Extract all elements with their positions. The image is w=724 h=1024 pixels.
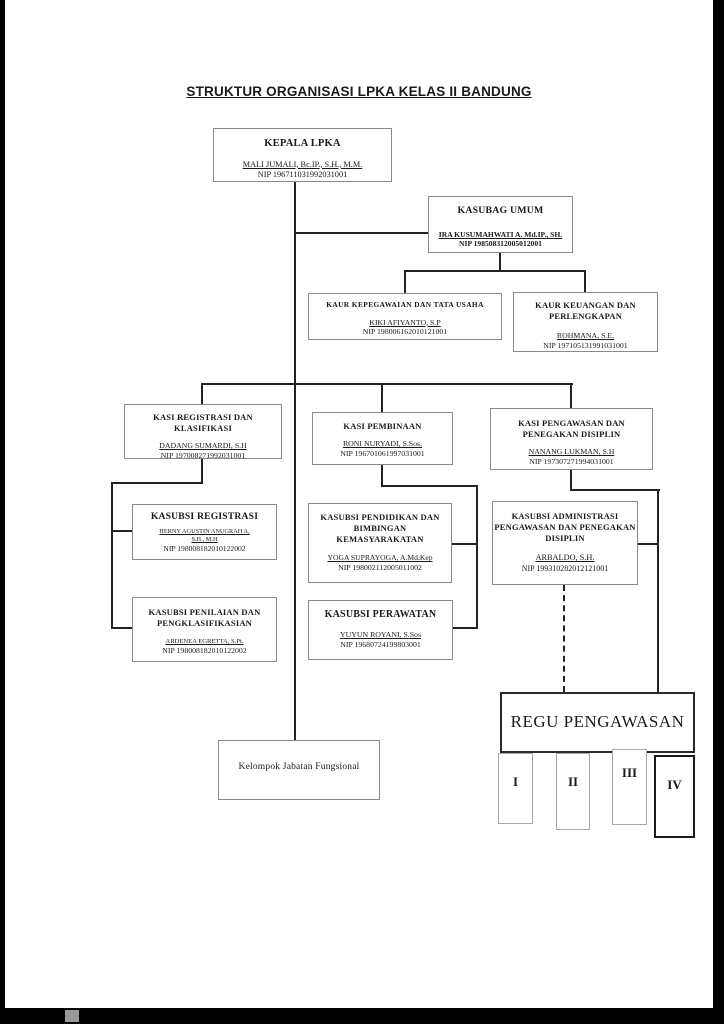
box-kelompok-jabatan-fungsional: Kelompok Jabatan Fungsional xyxy=(218,740,380,800)
box-regu-unit-1: I xyxy=(498,753,533,824)
connector-mid-bracket-top xyxy=(381,485,478,487)
officer-nip: NIP 198008182010122002 xyxy=(163,544,246,554)
officer-nip: NIP 197105131991031001 xyxy=(543,340,628,350)
box-title: KASUBSI ADMINISTRASI PENGAWASAN DAN PENE… xyxy=(494,511,636,544)
box-title: KASI PENGAWASAN DAN PENEGAKAN DISIPLIN xyxy=(518,418,625,440)
box-kasubsi-registrasi: KASUBSI REGISTRASI HERNY AGUSTIN ANUGRAH… xyxy=(132,504,277,560)
officer-nip: NIP 199310282012121001 xyxy=(521,563,609,573)
officer-nip: NIP 197307271994031001 xyxy=(529,456,614,466)
connector-kasubag-branch xyxy=(294,232,428,234)
connector-stub-kasubsi-penilaian xyxy=(111,627,132,629)
box-kasubsi-penilaian: KASUBSI PENILAIAN DAN PENGKLASIFIKASIAN … xyxy=(132,597,277,662)
officer-nip: NIP 198002112005011002 xyxy=(338,562,422,572)
connector-stub-kasubsi-administrasi xyxy=(638,543,659,545)
connector-left-bracket-stem xyxy=(201,459,203,483)
box-kasi-registrasi: KASI REGISTRASI DAN KLASIFIKASI DADANG S… xyxy=(124,404,282,460)
officer-nip: NIP 198006162010121001 xyxy=(362,327,448,337)
box-kasubag-umum: KASUBAG UMUM IRA KUSUMAHWATI A. Md.IP., … xyxy=(428,196,573,253)
connector-mid-bracket-vertical xyxy=(476,485,478,629)
connector-kaur-left-drop xyxy=(404,270,406,293)
chart-title: STRUKTUR ORGANISASI LPKA KELAS II BANDUN… xyxy=(186,84,532,99)
officer-name: MALI JUMALI, Bc.IP., S.H., M.M. xyxy=(242,159,363,169)
officer-name: ARDENEA EGRETTA, S.Pt. xyxy=(165,638,244,646)
officer-name: NANANG LUKMAN, S.H xyxy=(528,447,615,457)
box-title: KASI REGISTRASI DAN KLASIFIKASI xyxy=(153,412,253,434)
connector-stub-kasubsi-pendidikan xyxy=(452,543,478,545)
box-title: KASUBAG UMUM xyxy=(457,205,544,216)
connector-trunk xyxy=(294,182,296,740)
unit-label: II xyxy=(567,774,579,789)
officer-nip: NIP 196711031992031001 xyxy=(257,170,348,179)
box-title: KASUBSI PENDIDIKAN DAN BIMBINGAN KEMASYA… xyxy=(320,512,440,545)
connector-kasi-registrasi-drop xyxy=(201,383,203,404)
connector-right-bracket-stem xyxy=(570,470,572,490)
box-kaur-keuangan: KAUR KEUANGAN DAN PERLENGKAPAN ROHMANA, … xyxy=(513,292,658,352)
connector-mid-bracket-stem xyxy=(381,465,383,486)
connector-kaur-horizontal xyxy=(404,270,586,272)
box-title: KASI PEMBINAAN xyxy=(343,421,422,431)
officer-name: HERNY AGUSTIN ANUGRAH A, S.H., M.H xyxy=(159,528,250,544)
connector-kaur-right-drop xyxy=(584,270,586,292)
officer-name: YUYUN ROYANI, S.Sos xyxy=(339,630,421,639)
officer-name: IRA KUSUMAHWATI A. Md.IP., SH. xyxy=(438,229,563,239)
box-regu-pengawasan: REGU PENGAWASAN xyxy=(500,692,695,753)
box-kasubsi-administrasi: KASUBSI ADMINISTRASI PENGAWASAN DAN PENE… xyxy=(492,501,638,585)
unit-label: I xyxy=(512,774,519,789)
box-kasi-pengawasan: KASI PENGAWASAN DAN PENEGAKAN DISIPLIN N… xyxy=(490,408,653,470)
box-title: REGU PENGAWASAN xyxy=(510,712,685,732)
connector-right-bracket-vertical xyxy=(657,489,659,692)
connector-dashed-regu xyxy=(563,585,565,692)
box-title: KAUR KEPEGAWAIAN DAN TATA USAHA xyxy=(326,300,484,309)
box-kasubsi-perawatan: KASUBSI PERAWATAN YUYUN ROYANI, S.Sos NI… xyxy=(308,600,453,660)
box-title: KASUBSI PERAWATAN xyxy=(324,609,437,620)
box-regu-unit-2: II xyxy=(556,753,590,830)
box-title: KEPALA LPKA xyxy=(264,138,341,149)
unit-label: III xyxy=(621,765,638,780)
connector-kasi-pengawasan-drop xyxy=(570,383,572,408)
box-kasi-pembinaan: KASI PEMBINAAN RONI NURYADI, S.Sos. NIP … xyxy=(312,412,453,465)
box-regu-unit-3: III xyxy=(612,749,647,825)
officer-name: YOGA SUPRAYOGA, A.Md.Kep xyxy=(327,553,433,563)
box-title: KAUR KEUANGAN DAN PERLENGKAPAN xyxy=(535,300,636,322)
officer-name: ARBALDO, S.H. xyxy=(535,553,595,563)
officer-name: KIKI AFIYANTO, S.P xyxy=(369,317,441,327)
scan-artifact xyxy=(65,1010,79,1022)
connector-kasi-horizontal xyxy=(201,383,573,385)
box-title: KASUBSI REGISTRASI xyxy=(150,511,259,522)
box-kasubsi-pendidikan: KASUBSI PENDIDIKAN DAN BIMBINGAN KEMASYA… xyxy=(308,503,452,583)
connector-stub-kasubsi-perawatan xyxy=(453,627,478,629)
connector-left-bracket-vertical xyxy=(111,482,113,629)
box-kaur-kepegawaian: KAUR KEPEGAWAIAN DAN TATA USAHA KIKI AFI… xyxy=(308,293,502,340)
connector-kasubag-drop xyxy=(499,253,501,271)
officer-name: RONI NURYADI, S.Sos. xyxy=(342,439,423,449)
box-regu-unit-4: IV xyxy=(654,755,695,838)
officer-nip: NIP 197008271992031001 xyxy=(160,450,246,460)
officer-name: ROHMANA, S.E. xyxy=(556,331,615,341)
officer-nip: NIP 198508312005012001 xyxy=(459,239,542,249)
connector-right-bracket-top xyxy=(570,489,660,491)
officer-nip: NIP 196701061997031001 xyxy=(340,448,425,458)
connector-kasi-pembinaan-drop xyxy=(381,383,383,412)
box-title: KASUBSI PENILAIAN DAN PENGKLASIFIKASIAN xyxy=(148,607,261,629)
box-title: Kelompok Jabatan Fungsional xyxy=(238,762,360,772)
officer-nip: NIP 198008182010122002 xyxy=(162,646,247,656)
box-kepala-lpka: KEPALA LPKA MALI JUMALI, Bc.IP., S.H., M… xyxy=(213,128,392,182)
unit-label: IV xyxy=(667,777,682,792)
connector-stub-kasubsi-registrasi xyxy=(111,530,132,532)
connector-left-bracket-top xyxy=(111,482,203,484)
officer-nip: NIP 19680724199803001 xyxy=(340,639,421,649)
officer-name: DADANG SUMARDI, S.H xyxy=(159,441,247,451)
